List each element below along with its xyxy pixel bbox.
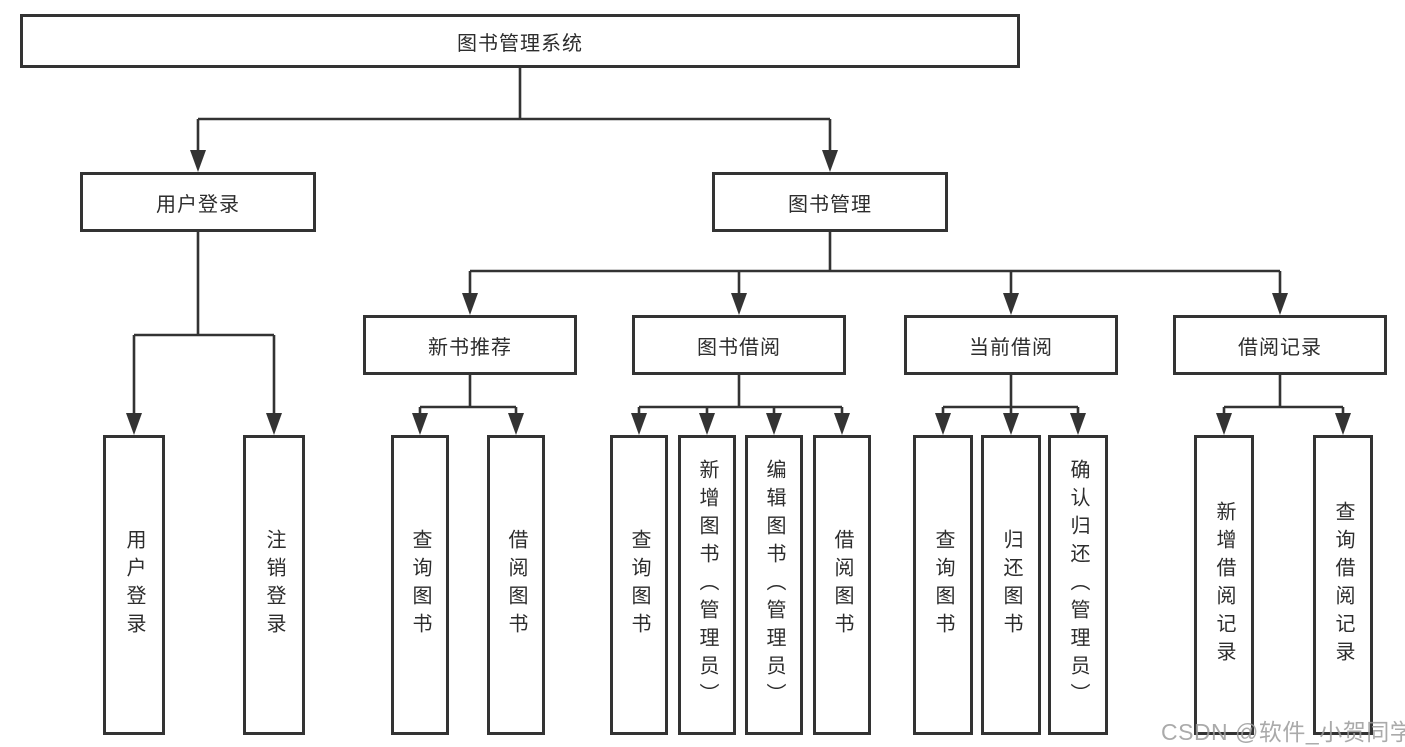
- leaf-confirm-return-admin: 确认归还（管理员）: [1048, 435, 1108, 735]
- csdn-watermark: CSDN @软件_小贺同学: [1161, 719, 1405, 745]
- node-label: 图书管理系统: [457, 32, 583, 55]
- node-label: 当前借阅: [969, 336, 1053, 359]
- node-label: 新增借阅记录: [1213, 501, 1235, 669]
- connector-borrowing-to-leaves: [631, 375, 850, 435]
- node-label: 注销登录: [263, 529, 285, 641]
- leaf-logout-login: 注销登录: [243, 435, 305, 735]
- node-label: 查询图书: [628, 529, 650, 641]
- leaf-user-login: 用户登录: [103, 435, 165, 735]
- connector-bookmgmt-to-level3: [462, 232, 1288, 315]
- leaf-query-books-current: 查询图书: [913, 435, 973, 735]
- connector-records-to-leaves: [1216, 375, 1351, 435]
- connector-newbooks-to-leaves: [412, 375, 524, 435]
- node-label: 用户登录: [123, 529, 145, 641]
- node-current-borrowing: 当前借阅: [904, 315, 1118, 375]
- leaf-add-borrow-record: 新增借阅记录: [1194, 435, 1254, 735]
- leaf-query-books-borrowing: 查询图书: [610, 435, 668, 735]
- node-new-book-recommend: 新书推荐: [363, 315, 577, 375]
- leaf-add-books-admin: 新增图书（管理员）: [678, 435, 736, 735]
- node-book-management: 图书管理: [712, 172, 948, 232]
- node-label: 归还图书: [1000, 529, 1022, 641]
- leaf-query-books-recommend: 查询图书: [391, 435, 449, 735]
- node-borrowing-records: 借阅记录: [1173, 315, 1387, 375]
- node-label: 编辑图书（管理员）: [763, 459, 785, 711]
- node-label: 查询图书: [409, 529, 431, 641]
- node-label: 查询借阅记录: [1332, 501, 1354, 669]
- connector-root-to-level2: [190, 68, 838, 172]
- node-label: 图书管理: [788, 193, 872, 216]
- node-label: 图书借阅: [697, 336, 781, 359]
- node-label: 借阅记录: [1238, 336, 1322, 359]
- node-system-root: 图书管理系统: [20, 14, 1020, 68]
- node-label: 用户登录: [156, 193, 240, 216]
- leaf-return-books: 归还图书: [981, 435, 1041, 735]
- leaf-query-borrow-record: 查询借阅记录: [1313, 435, 1373, 735]
- node-label: 借阅图书: [831, 529, 853, 641]
- node-user-login: 用户登录: [80, 172, 316, 232]
- leaf-edit-books-admin: 编辑图书（管理员）: [745, 435, 803, 735]
- connector-userlogin-to-leaves: [126, 232, 282, 435]
- leaf-borrow-books-recommend: 借阅图书: [487, 435, 545, 735]
- node-book-borrowing: 图书借阅: [632, 315, 846, 375]
- node-label: 新增图书（管理员）: [696, 459, 718, 711]
- node-label: 借阅图书: [505, 529, 527, 641]
- node-label: 确认归还（管理员）: [1067, 459, 1089, 711]
- connector-current-to-leaves: [935, 375, 1086, 435]
- leaf-borrow-books-borrowing: 借阅图书: [813, 435, 871, 735]
- node-label: 新书推荐: [428, 336, 512, 359]
- node-label: 查询图书: [932, 529, 954, 641]
